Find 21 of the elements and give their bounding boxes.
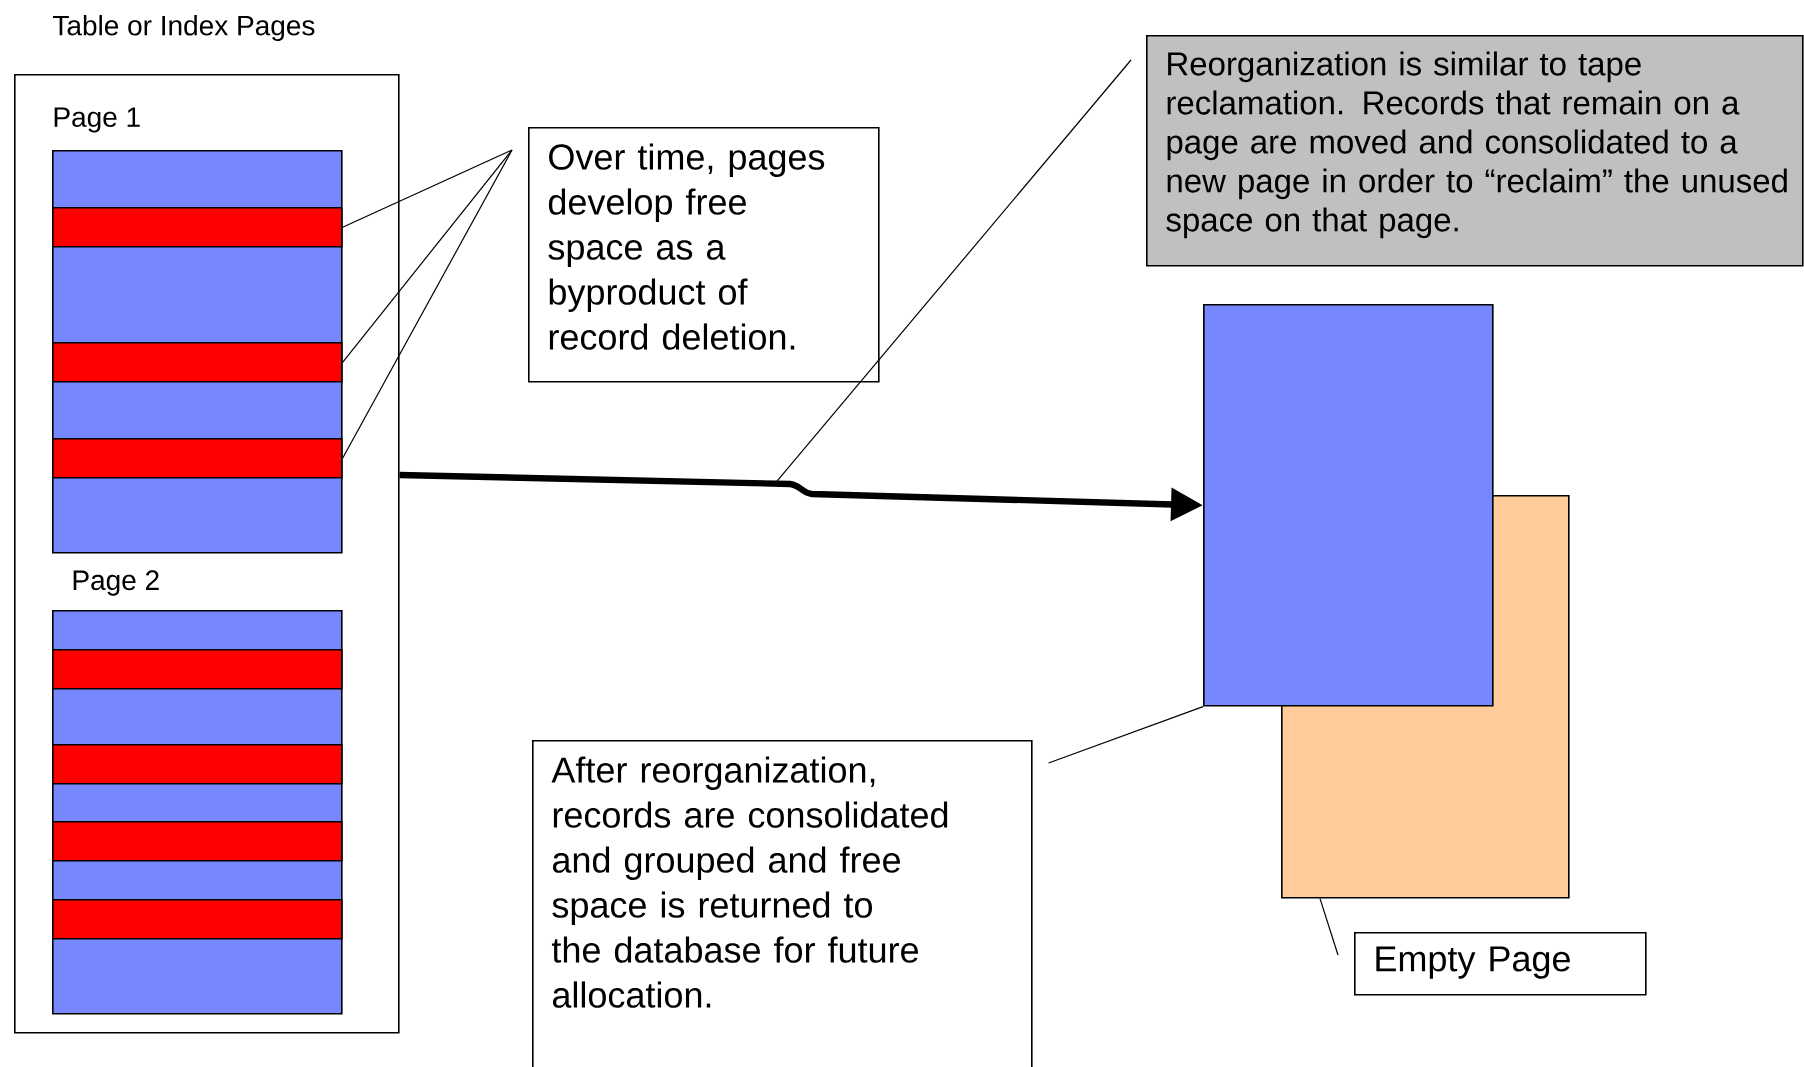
leader-line — [1048, 706, 1204, 764]
free-space-bar — [52, 744, 343, 785]
free-space-bar — [52, 821, 343, 862]
leader-line — [1319, 898, 1339, 956]
note-box: Reorganization is similar to tape reclamation. Records that remain on a page are moved and consolidated to a new page in order to “reclaim” the unused space on that page. — [1146, 35, 1804, 267]
leader-line — [776, 59, 1132, 482]
leader-line — [342, 149, 513, 228]
node-label: Page 2 — [73, 570, 159, 596]
callout-box: Over time, pages develop free space as a byproduct of record deletion. — [528, 127, 880, 383]
free-space-bar — [52, 207, 343, 248]
free-space-bar — [52, 899, 343, 940]
node-label: Page 1 — [54, 107, 140, 133]
free-space-bar — [52, 342, 343, 383]
callout-box: After reorganization, records are consolidated and grouped and free space is returned to the database for future allocation. — [532, 740, 1033, 1067]
leader-line — [342, 149, 513, 459]
free-space-bar — [52, 438, 343, 479]
page-box — [1203, 304, 1494, 707]
leader-line — [342, 149, 513, 363]
label-box: Empty Page — [1354, 932, 1647, 996]
node-label: Table or Index Pages — [53, 14, 315, 42]
free-space-bar — [52, 649, 343, 690]
